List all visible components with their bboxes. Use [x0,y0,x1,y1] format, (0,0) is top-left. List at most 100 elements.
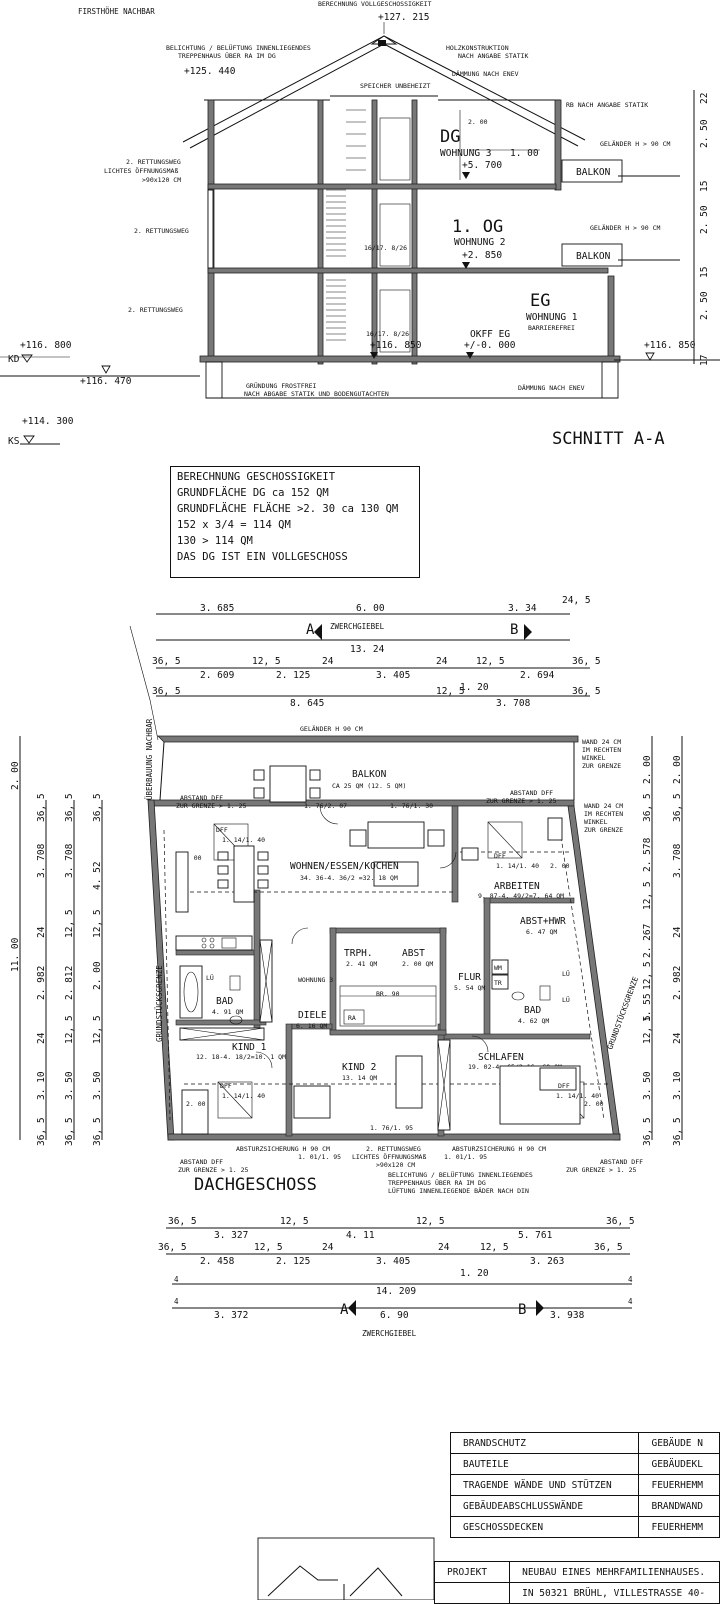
svg-text:24: 24 [672,926,683,938]
svg-text:3. 50: 3. 50 [642,1071,653,1100]
svg-text:24: 24 [36,926,47,938]
section-title: SCHNITT A-A [552,429,665,449]
stair-width: BR. 90 [376,990,400,998]
dim-top-4: 24, 5 [562,595,591,606]
project-table: PROJEKT NEUBAU EINES MEHRFAMILIENHAUSES.… [433,1561,720,1604]
dim-row3: 3. 405 [376,670,410,681]
svg-text:3. 708: 3. 708 [672,843,683,878]
abstand-br-2: ZUR GRENZE > 1. 25 [566,1166,637,1174]
unit-label: WOHNUNG 3 [298,976,333,984]
lighting-note-2: TREPPENHAUS ÜBER RA IM DG [178,51,276,60]
dim-bot-row2: 3. 263 [530,1256,564,1267]
okff-level: +/-0. 000 [464,340,516,351]
stair-level: +116. 850 [370,340,422,351]
svg-text:WAND 24 CM: WAND 24 CM [582,738,621,746]
svg-text:11. 00: 11. 00 [10,937,21,972]
room-child-1: KIND 1 [232,1042,267,1053]
vent-bath-r: LÜ [562,995,570,1004]
dim-small: 36, 5 [572,686,601,697]
lighting-plan-3: LÜFTUNG INNENLIEGENDE BÄDER NACH DIN [388,1186,529,1195]
svg-text:IM RECHTEN: IM RECHTEN [584,810,623,818]
insulation-note-2: DÄMMUNG NACH ENEV [518,383,585,392]
dim-bot-row1: 4. 11 [346,1230,375,1241]
table-row: PROJEKT NEUBAU EINES MEHRFAMILIENHAUSES. [433,1561,720,1583]
room-living-area: 34. 36-4. 36/2 =32. 18 QM [300,874,398,882]
dim-row3: 2. 125 [276,670,310,681]
dg-label: DG [440,127,460,147]
stair-note-1: 16/17. 8/26 [364,244,407,252]
dim-4: 4 [174,1297,179,1306]
svg-text:WINKEL: WINKEL [584,818,608,826]
abstand-tl-2: ZUR GRENZE > 1. 25 [176,802,247,810]
svg-text:12, 5: 12, 5 [642,881,653,910]
calc-label-top: BERECHNUNG VOLLGESCHOSSIGKEIT [318,0,432,8]
svg-text:36, 5: 36, 5 [36,1117,47,1146]
dim-small: 12, 5 [480,1242,509,1253]
boundary-right: GRUNDSTÜCKSGRENZE [605,975,640,1051]
svg-text:36, 5: 36, 5 [642,793,653,822]
ground-slab [199,355,621,363]
table-row: BAUTEILE GEBÄUDEKL [449,1453,720,1475]
svg-text:2. 00: 2. 00 [642,755,653,784]
svg-text:ZUR GRENZE: ZUR GRENZE [584,826,623,834]
dim-total-top: 13. 24 [350,644,385,655]
window-2: 1. 76/1. 30 [390,802,433,810]
dff-1-size: 1. 14/1. 40 [222,836,265,844]
dg-level: +5. 700 [462,160,502,171]
dim-row4: 3. 708 [496,698,531,709]
room-storage: ABST [402,948,425,959]
dim-small: 24 [322,1242,334,1253]
svg-text:2. 50: 2. 50 [699,119,710,148]
table-row: GESCHOSSDECKEN FEUERHEMM [449,1516,720,1538]
svg-text:2. 267: 2. 267 [642,924,653,958]
dff-3-size: 1. 14/1. 40 [222,1092,265,1100]
calc-line: 152 x 3/4 = 114 QM [177,519,291,531]
dim-4: 4 [628,1275,633,1284]
table-row: IN 50321 BRÜHL, VILLESTRASSE 40- [433,1582,720,1604]
level-125: +125. 440 [184,66,236,77]
dim-200-d: 2. 00 [584,1100,604,1108]
dim-bot-row2: 2. 458 [200,1256,235,1267]
svg-text:36, 5: 36, 5 [642,1117,653,1146]
calc-line: DAS DG IST EIN VOLLGESCHOSS [177,551,348,563]
room-work-area: 9. 87-4. 49/2=7. 64 QM [478,892,564,900]
abstand-tr-2: ZUR GRENZE > 1. 25 [486,797,557,805]
rescue-note-1: 2. RETTUNGSWEG [126,158,181,166]
room-bedroom: SCHLAFEN [478,1052,524,1063]
svg-text:36, 5: 36, 5 [64,1117,75,1146]
dim-top-1: 3. 685 [200,603,234,614]
svg-text:15: 15 [699,267,710,278]
svg-text:2. 00: 2. 00 [92,961,103,990]
rescue-note-3: >90x120 CM [142,176,181,184]
dff-1: DFF [216,826,228,834]
svg-text:IM RECHTEN: IM RECHTEN [582,746,621,754]
dim-bot-row1: 3. 327 [214,1230,248,1241]
attic-label: SPEICHER UNBEHEIZT [360,82,431,90]
svg-text:2. 50: 2. 50 [699,291,710,320]
dg-unit: WOHNUNG 3 [440,148,491,159]
vent-bath-l: LÜ [206,973,214,982]
table-row: TRAGENDE WÄNDE UND STÜTZEN FEUERHEMM [449,1474,720,1496]
room-bath-left-area: 4. 91 QM [212,1008,243,1016]
fall-protection-2: ABSTURZSICHERUNG H 90 CM [452,1145,546,1153]
svg-text:36, 5: 36, 5 [92,1117,103,1146]
ks-label: KS [8,436,20,447]
foundation-note-1: GRÜNDUNG FROSTFREI [246,381,317,390]
dff-2-size: 1. 14/1. 40 [496,862,539,870]
room-hwr: ABST+HWR [520,916,566,927]
table-cell: GEBÄUDEABSCHLUSSWÄNDE [449,1495,640,1517]
room-storage-area: 2. 00 QM [402,960,433,968]
og-label: 1. OG [452,217,503,237]
rescue-note-2: LICHTES ÖFFNUNGSMAß [104,166,178,175]
right-level: +116. 850 [644,340,696,351]
table-cell: TRAGENDE WÄNDE UND STÜTZEN [449,1474,640,1496]
room-hwr-area: 6. 47 QM [526,928,557,936]
section-a-a: FIRSTHÖHE NACHBAR BERECHNUNG VOLLGESCHOS… [0,0,720,449]
floor-plan-dg: 3. 685 6. 00 3. 34 24, 5 A B ZWERCHGIEBE… [10,595,683,1338]
calc-line: 130 > 114 QM [177,535,253,547]
ks-level: +114. 300 [22,416,74,427]
svg-text:WAND 24 CM: WAND 24 CM [584,802,623,810]
dim-small: 12, 5 [476,656,505,667]
zwerchgiebel-top: ZWERCHGIEBEL [330,622,385,631]
svg-text:WINKEL: WINKEL [582,754,606,762]
